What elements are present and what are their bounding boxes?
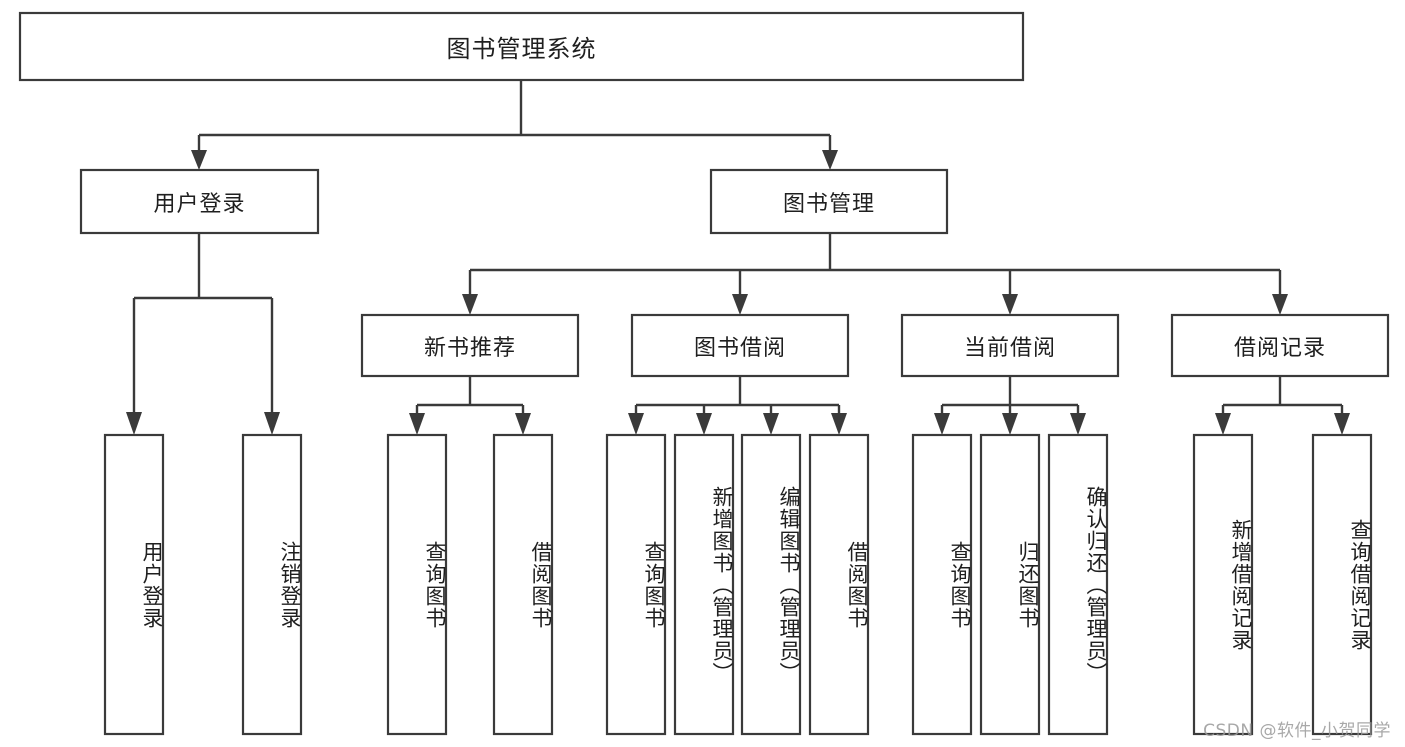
arrow-head-leaf-user-login-2 (264, 412, 280, 435)
arrow-head-current-borrow (1002, 294, 1018, 315)
node-box-leaf-book-borrow-4[interactable] (808, 433, 870, 736)
arrow-head-leaf-new-book-2 (515, 413, 531, 435)
node-box-leaf-current-borrow-1[interactable] (911, 433, 973, 736)
connector-group-root (191, 80, 838, 170)
arrow-head-user-login (191, 150, 207, 170)
node-box-leaf-current-borrow-2[interactable] (979, 433, 1041, 736)
node-box-leaf-user-login-2[interactable] (241, 433, 303, 736)
connector-group-user-login (126, 233, 280, 435)
node-box-leaf-borrow-record-2[interactable] (1311, 433, 1373, 736)
arrow-head-leaf-current-borrow-2 (1002, 413, 1018, 435)
node-box-leaf-book-borrow-3[interactable] (740, 433, 802, 736)
node-box-leaf-current-borrow-3[interactable] (1047, 433, 1109, 736)
arrow-head-leaf-book-borrow-3 (763, 413, 779, 435)
arrow-head-new-book (462, 294, 478, 315)
node-box-new-book[interactable] (360, 313, 580, 378)
arrow-head-leaf-borrow-record-2 (1334, 413, 1350, 435)
arrow-head-book-mgmt (822, 150, 838, 170)
connector-group-book-borrow (628, 376, 847, 435)
node-box-leaf-new-book-1[interactable] (386, 433, 448, 736)
node-box-current-borrow[interactable] (900, 313, 1120, 378)
arrow-head-borrow-record (1272, 294, 1288, 315)
node-box-user-login[interactable] (79, 168, 320, 235)
arrow-head-leaf-borrow-record-1 (1215, 413, 1231, 435)
node-box-leaf-user-login-1[interactable] (103, 433, 165, 736)
node-box-book-mgmt[interactable] (709, 168, 949, 235)
connector-group-new-book (409, 376, 531, 435)
node-box-root[interactable] (18, 11, 1025, 82)
arrow-head-leaf-current-borrow-3 (1070, 413, 1086, 435)
node-box-leaf-book-borrow-1[interactable] (605, 433, 667, 736)
node-box-leaf-new-book-2[interactable] (492, 433, 554, 736)
arrow-head-book-borrow (732, 294, 748, 315)
connector-group-borrow-record (1215, 376, 1350, 435)
connector-group-current-borrow (934, 376, 1086, 435)
connector-group-book-mgmt (462, 233, 1288, 315)
arrow-head-leaf-book-borrow-1 (628, 413, 644, 435)
node-box-book-borrow[interactable] (630, 313, 850, 378)
arrow-head-leaf-book-borrow-2 (696, 413, 712, 435)
arrow-head-leaf-new-book-1 (409, 413, 425, 435)
node-box-borrow-record[interactable] (1170, 313, 1390, 378)
arrow-head-leaf-book-borrow-4 (831, 413, 847, 435)
arrow-head-leaf-current-borrow-1 (934, 413, 950, 435)
csdn-watermark: CSDN @软件_小贺同学 (1203, 721, 1391, 741)
node-box-leaf-borrow-record-1[interactable] (1192, 433, 1254, 736)
arrow-head-leaf-user-login-1 (126, 412, 142, 435)
node-box-leaf-book-borrow-2[interactable] (673, 433, 735, 736)
